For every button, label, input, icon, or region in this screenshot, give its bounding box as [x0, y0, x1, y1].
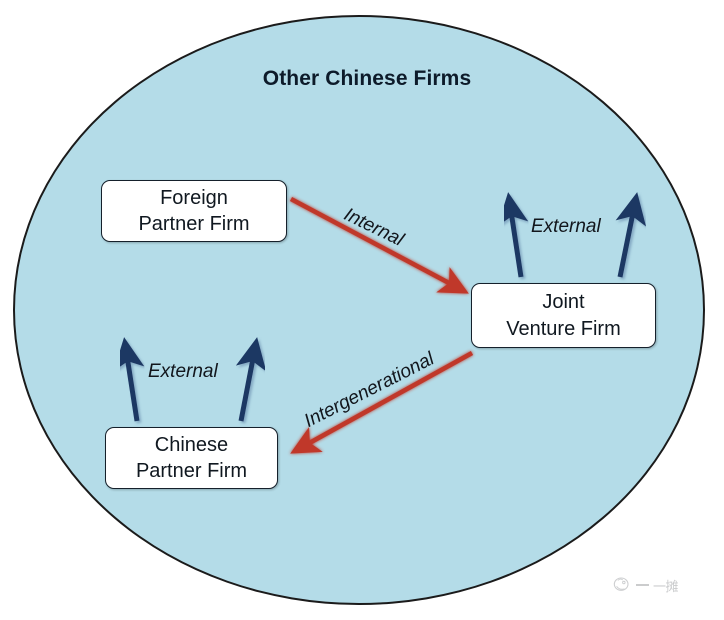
arrow-label-external-chinese-partner: External	[148, 361, 218, 382]
node-chinese-partner-firm-line-1: Chinese	[154, 433, 229, 456]
watermark-divider	[636, 584, 649, 586]
bird-logo-icon	[613, 577, 629, 591]
node-chinese-partner-firm-line-2: Partner Firm	[135, 460, 248, 482]
node-foreign-partner-firm-line-1: Foreign	[160, 186, 228, 209]
arrow-label-external-joint-venture: External	[531, 216, 601, 237]
boundary-title-line-1: Other Chinese	[262, 67, 408, 90]
node-joint-venture-firm-line-1: Joint	[542, 291, 585, 314]
node-chinese-partner-firm[interactable]: Chinese Partner Firm	[105, 427, 278, 489]
node-foreign-partner-firm-line-2: Partner Firm	[138, 213, 250, 235]
node-joint-venture-firm[interactable]: Joint Venture Firm	[471, 283, 656, 348]
node-foreign-partner-firm[interactable]: Foreign Partner Firm	[101, 180, 287, 242]
watermark-text: 一摊	[653, 578, 679, 594]
boundary-title-line-2: Firms	[413, 67, 472, 90]
watermark: 一摊	[612, 572, 708, 598]
boundary-title: Other Chinese Firms	[232, 66, 502, 93]
node-joint-venture-firm-line-2: Venture Firm	[506, 317, 621, 340]
